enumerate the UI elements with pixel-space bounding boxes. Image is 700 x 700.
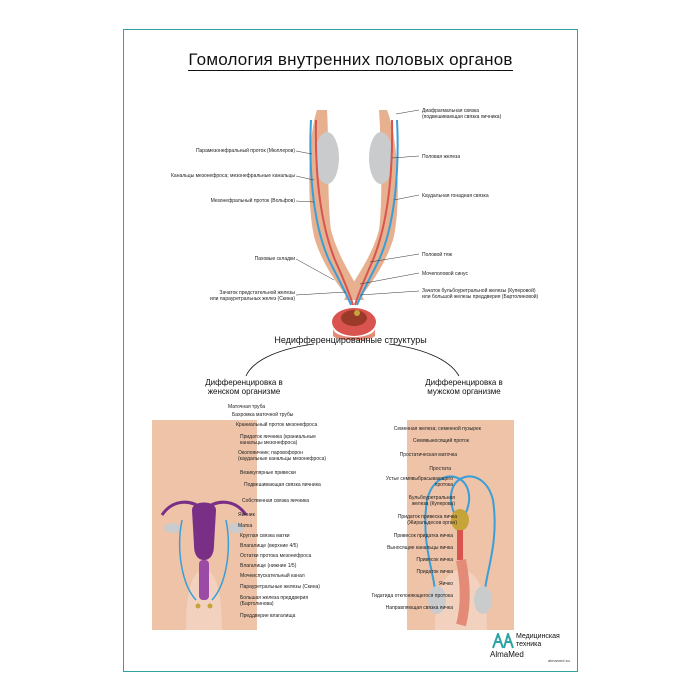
label-urogenital-sinus: Мочеполовой синус	[422, 271, 468, 277]
brand-line1: Медицинская	[516, 633, 560, 640]
label-bulbourethral-rudiment: Зачаток бульбоуретральной железы (Куперо…	[422, 288, 539, 300]
label-vesicular-appendices: Везикулярные привески	[240, 470, 296, 476]
undifferentiated-heading: Недифференцированные структуры	[274, 335, 427, 345]
label-ovary: Яичник	[238, 512, 255, 518]
label-caudal-gonadal-ligament: Каудальная гонадная связка	[422, 193, 489, 199]
label-diaphragmatic-ligament: Диафрагмальная связка (подвешивающая свя…	[422, 108, 502, 120]
label-epoophoron: Придаток яичника (краниальные канальцы м…	[240, 434, 316, 446]
label-vagina-lower: Влагалище (нижние 1/5)	[240, 563, 297, 569]
label-bartholin-gland: Большая железа преддверия (Бартолинова)	[240, 595, 309, 607]
label-testis: Яичко	[438, 581, 453, 587]
brand-url: almamed.su	[548, 658, 570, 663]
label-suspensory-ligament-ovary: Подвешивающая связка яичника	[244, 482, 321, 488]
label-vagina-upper: Влагалище (верхние 4/5)	[240, 543, 299, 549]
label-prostate: Простата	[429, 466, 451, 472]
label-paradidymis: Придаток привеска яичка (Жиральдесов орг…	[397, 514, 457, 526]
label-efferent-ductules: Выносящие канальцы яичка	[387, 545, 453, 551]
label-fallopian-tube: Маточная труба	[228, 404, 266, 410]
female-heading: Дифференцировка в женском организме	[205, 378, 283, 396]
label-vas-deferens: Семявыносящий проток	[413, 438, 469, 444]
label-cranial-mesonephric-duct: Краниальный проток мезонефроса	[236, 422, 318, 428]
label-paroophoron: Околояичник; паровофорон (каудальные кан…	[238, 450, 327, 462]
poster-frame: Гомология внутренних половых органов Пар…	[123, 29, 578, 672]
label-gubernaculum: Направляющая связка яичка	[385, 605, 453, 611]
label-uterus: Матка	[238, 523, 253, 529]
brand-block: AlmaMed Медицинская техника almamed.su	[490, 633, 580, 663]
label-aberrant-duct-hydatid: Гидатида отклоняющегося протока	[371, 593, 453, 599]
divergence-arrows	[245, 343, 460, 377]
label-seminal-vesicle: Семенная железа; семенной пузырек	[393, 426, 481, 432]
label-mesonephric-tubules: Канальцы мезонефроса; мезонефральные кан…	[171, 173, 295, 179]
label-mesonephric-duct: Мезонефральный проток (Вольфов)	[210, 198, 295, 204]
label-ejaculatory-duct-opening: Устье семявыбрасывающего протока	[385, 476, 453, 488]
top-leader-lines	[295, 109, 420, 296]
label-paramesonephric-duct: Парамезонефральный проток (Мюллеров)	[195, 148, 295, 154]
label-vestibule: Преддверие влагалища	[240, 613, 296, 619]
label-genital-cord: Половой тяж	[422, 252, 452, 258]
label-bulbourethral-gland: Бульбоуретральная железа (Куперова)	[408, 495, 455, 507]
almamed-logo-icon	[492, 633, 514, 649]
female-illustration	[152, 420, 257, 630]
poster-title: Гомология внутренних половых органов	[124, 50, 577, 71]
label-mesonephric-remnants: Остатки протока мезонефроса	[240, 553, 312, 559]
brand-name: AlmaMed	[490, 650, 524, 659]
label-proper-ovarian-ligament: Собственная связка яичника	[242, 498, 310, 504]
male-illustration	[407, 420, 514, 630]
label-prostate-rudiment: Зачаток предстательной железы или параур…	[209, 290, 295, 302]
label-skene-glands: Парауретральные железы (Скина)	[240, 584, 320, 590]
brand-line2: техника	[516, 641, 542, 648]
label-appendix-epididymis: Привесок придатка яичка	[393, 533, 453, 539]
label-epididymis: Придаток яичка	[416, 569, 453, 575]
label-round-ligament: Круглая связка матки	[240, 533, 290, 539]
poster-title-text: Гомология внутренних половых органов	[188, 50, 513, 71]
undifferentiated-illustration	[309, 110, 399, 340]
male-heading: Дифференцировка в мужском организме	[425, 378, 503, 396]
label-fimbria: Бахромка маточной трубы	[232, 412, 294, 418]
label-gonad: Половая железа	[422, 154, 461, 160]
label-appendix-testis: Привесок яичка	[416, 557, 453, 563]
label-prostatic-utricle: Простатическая маточка	[399, 452, 457, 458]
label-urethra: Мочеиспускательный канал	[240, 573, 305, 579]
label-inguinal-folds: Паховые складки	[254, 256, 295, 262]
